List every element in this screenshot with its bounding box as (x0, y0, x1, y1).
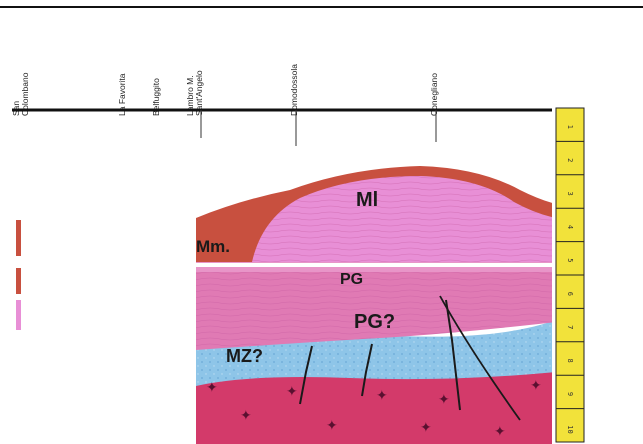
scale-tick-label: 6 (566, 292, 574, 296)
svg-text:✦: ✦ (420, 419, 432, 435)
scale-tick-label: 3 (566, 192, 574, 196)
scale-tick-label: 8 (566, 359, 574, 363)
svg-text:✦: ✦ (438, 391, 450, 407)
unit-label-ml: Ml (356, 189, 378, 211)
svg-text:✦: ✦ (494, 423, 506, 439)
svg-text:✦: ✦ (206, 379, 218, 395)
unit-label-pg: PG (340, 271, 363, 288)
svg-text:✦: ✦ (530, 377, 542, 393)
scale-tick-label: 7 (566, 325, 574, 329)
svg-text:✦: ✦ (286, 383, 298, 399)
unit-label-mz: MZ? (226, 346, 263, 366)
unit-label-pg-query: PG? (354, 311, 395, 333)
scale-tick-label: 5 (566, 258, 574, 262)
scale-tick-label: 9 (566, 392, 574, 396)
svg-text:✦: ✦ (240, 407, 252, 423)
legend-swatch-pink (16, 300, 21, 330)
scale-tick-label: 1 (566, 125, 574, 129)
scale-tick-label: 4 (566, 225, 574, 229)
svg-text:✦: ✦ (376, 387, 388, 403)
unit-label-mm: Mm. (196, 237, 230, 256)
section-gap (196, 263, 556, 267)
legend-swatch-red-1 (16, 220, 21, 256)
scale-tick-label: 2 (566, 158, 574, 162)
scale-tick-label: 10 (566, 425, 574, 433)
legend-swatch-red-2 (16, 268, 21, 294)
svg-text:✦: ✦ (326, 417, 338, 433)
